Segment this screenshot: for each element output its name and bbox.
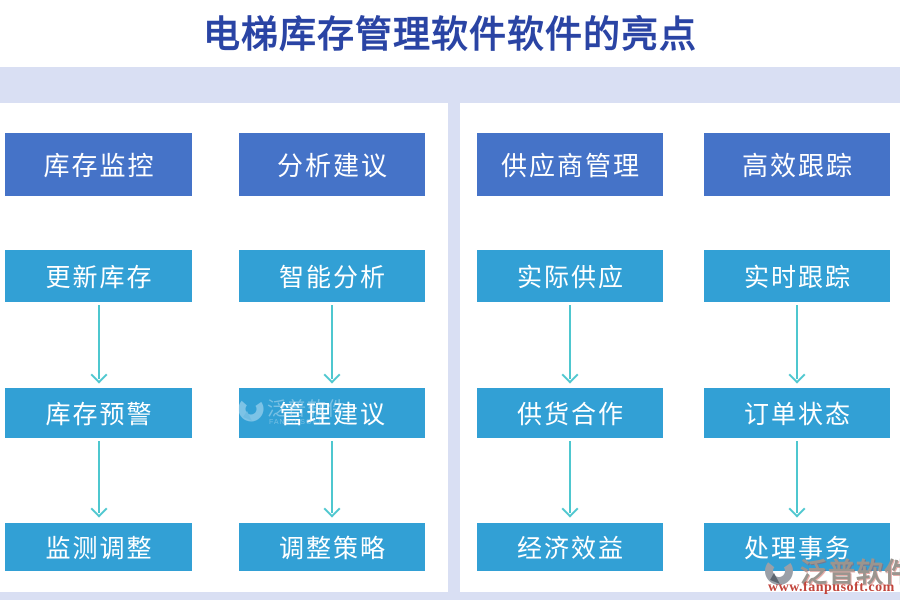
item-box: 实际供应 bbox=[477, 250, 663, 302]
center-divider-bar bbox=[448, 103, 460, 592]
down-arrow-icon bbox=[796, 305, 798, 379]
down-arrow-icon bbox=[331, 441, 333, 513]
item-box: 监测调整 bbox=[5, 523, 192, 571]
down-arrow-icon bbox=[569, 305, 571, 379]
item-box: 智能分析 bbox=[239, 250, 425, 302]
item-box: 更新库存 bbox=[5, 250, 192, 302]
item-box: 处理事务 bbox=[704, 523, 890, 571]
item-box: 订单状态 bbox=[704, 388, 890, 438]
flow-column-supplier-management: 供应商管理 实际供应 供货合作 经济效益 bbox=[477, 0, 663, 600]
item-box: 实时跟踪 bbox=[704, 250, 890, 302]
item-box: 经济效益 bbox=[477, 523, 663, 571]
down-arrow-icon bbox=[97, 305, 100, 379]
bottom-divider-bar bbox=[0, 592, 900, 600]
item-box: 供货合作 bbox=[477, 388, 663, 438]
header-box: 分析建议 bbox=[239, 133, 425, 196]
top-divider-bar bbox=[0, 67, 900, 103]
item-box: 调整策略 bbox=[239, 523, 425, 571]
header-box: 供应商管理 bbox=[477, 133, 663, 196]
flow-column-efficient-tracking: 高效跟踪 实时跟踪 订单状态 处理事务 bbox=[704, 0, 890, 600]
page-title: 电梯库存管理软件软件的亮点 bbox=[203, 15, 697, 56]
down-arrow-icon bbox=[796, 441, 798, 513]
header-box: 库存监控 bbox=[5, 133, 192, 196]
header-box: 高效跟踪 bbox=[704, 133, 890, 196]
flow-column-inventory-monitoring: 库存监控 更新库存 库存预警 监测调整 bbox=[5, 0, 192, 600]
flow-column-analysis-advice: 分析建议 智能分析 管理建议 调整策略 bbox=[239, 0, 425, 600]
down-arrow-icon bbox=[97, 441, 100, 513]
item-box: 库存预警 bbox=[5, 388, 192, 438]
down-arrow-icon bbox=[569, 441, 571, 513]
item-box: 管理建议 bbox=[239, 388, 425, 438]
down-arrow-icon bbox=[331, 305, 333, 379]
